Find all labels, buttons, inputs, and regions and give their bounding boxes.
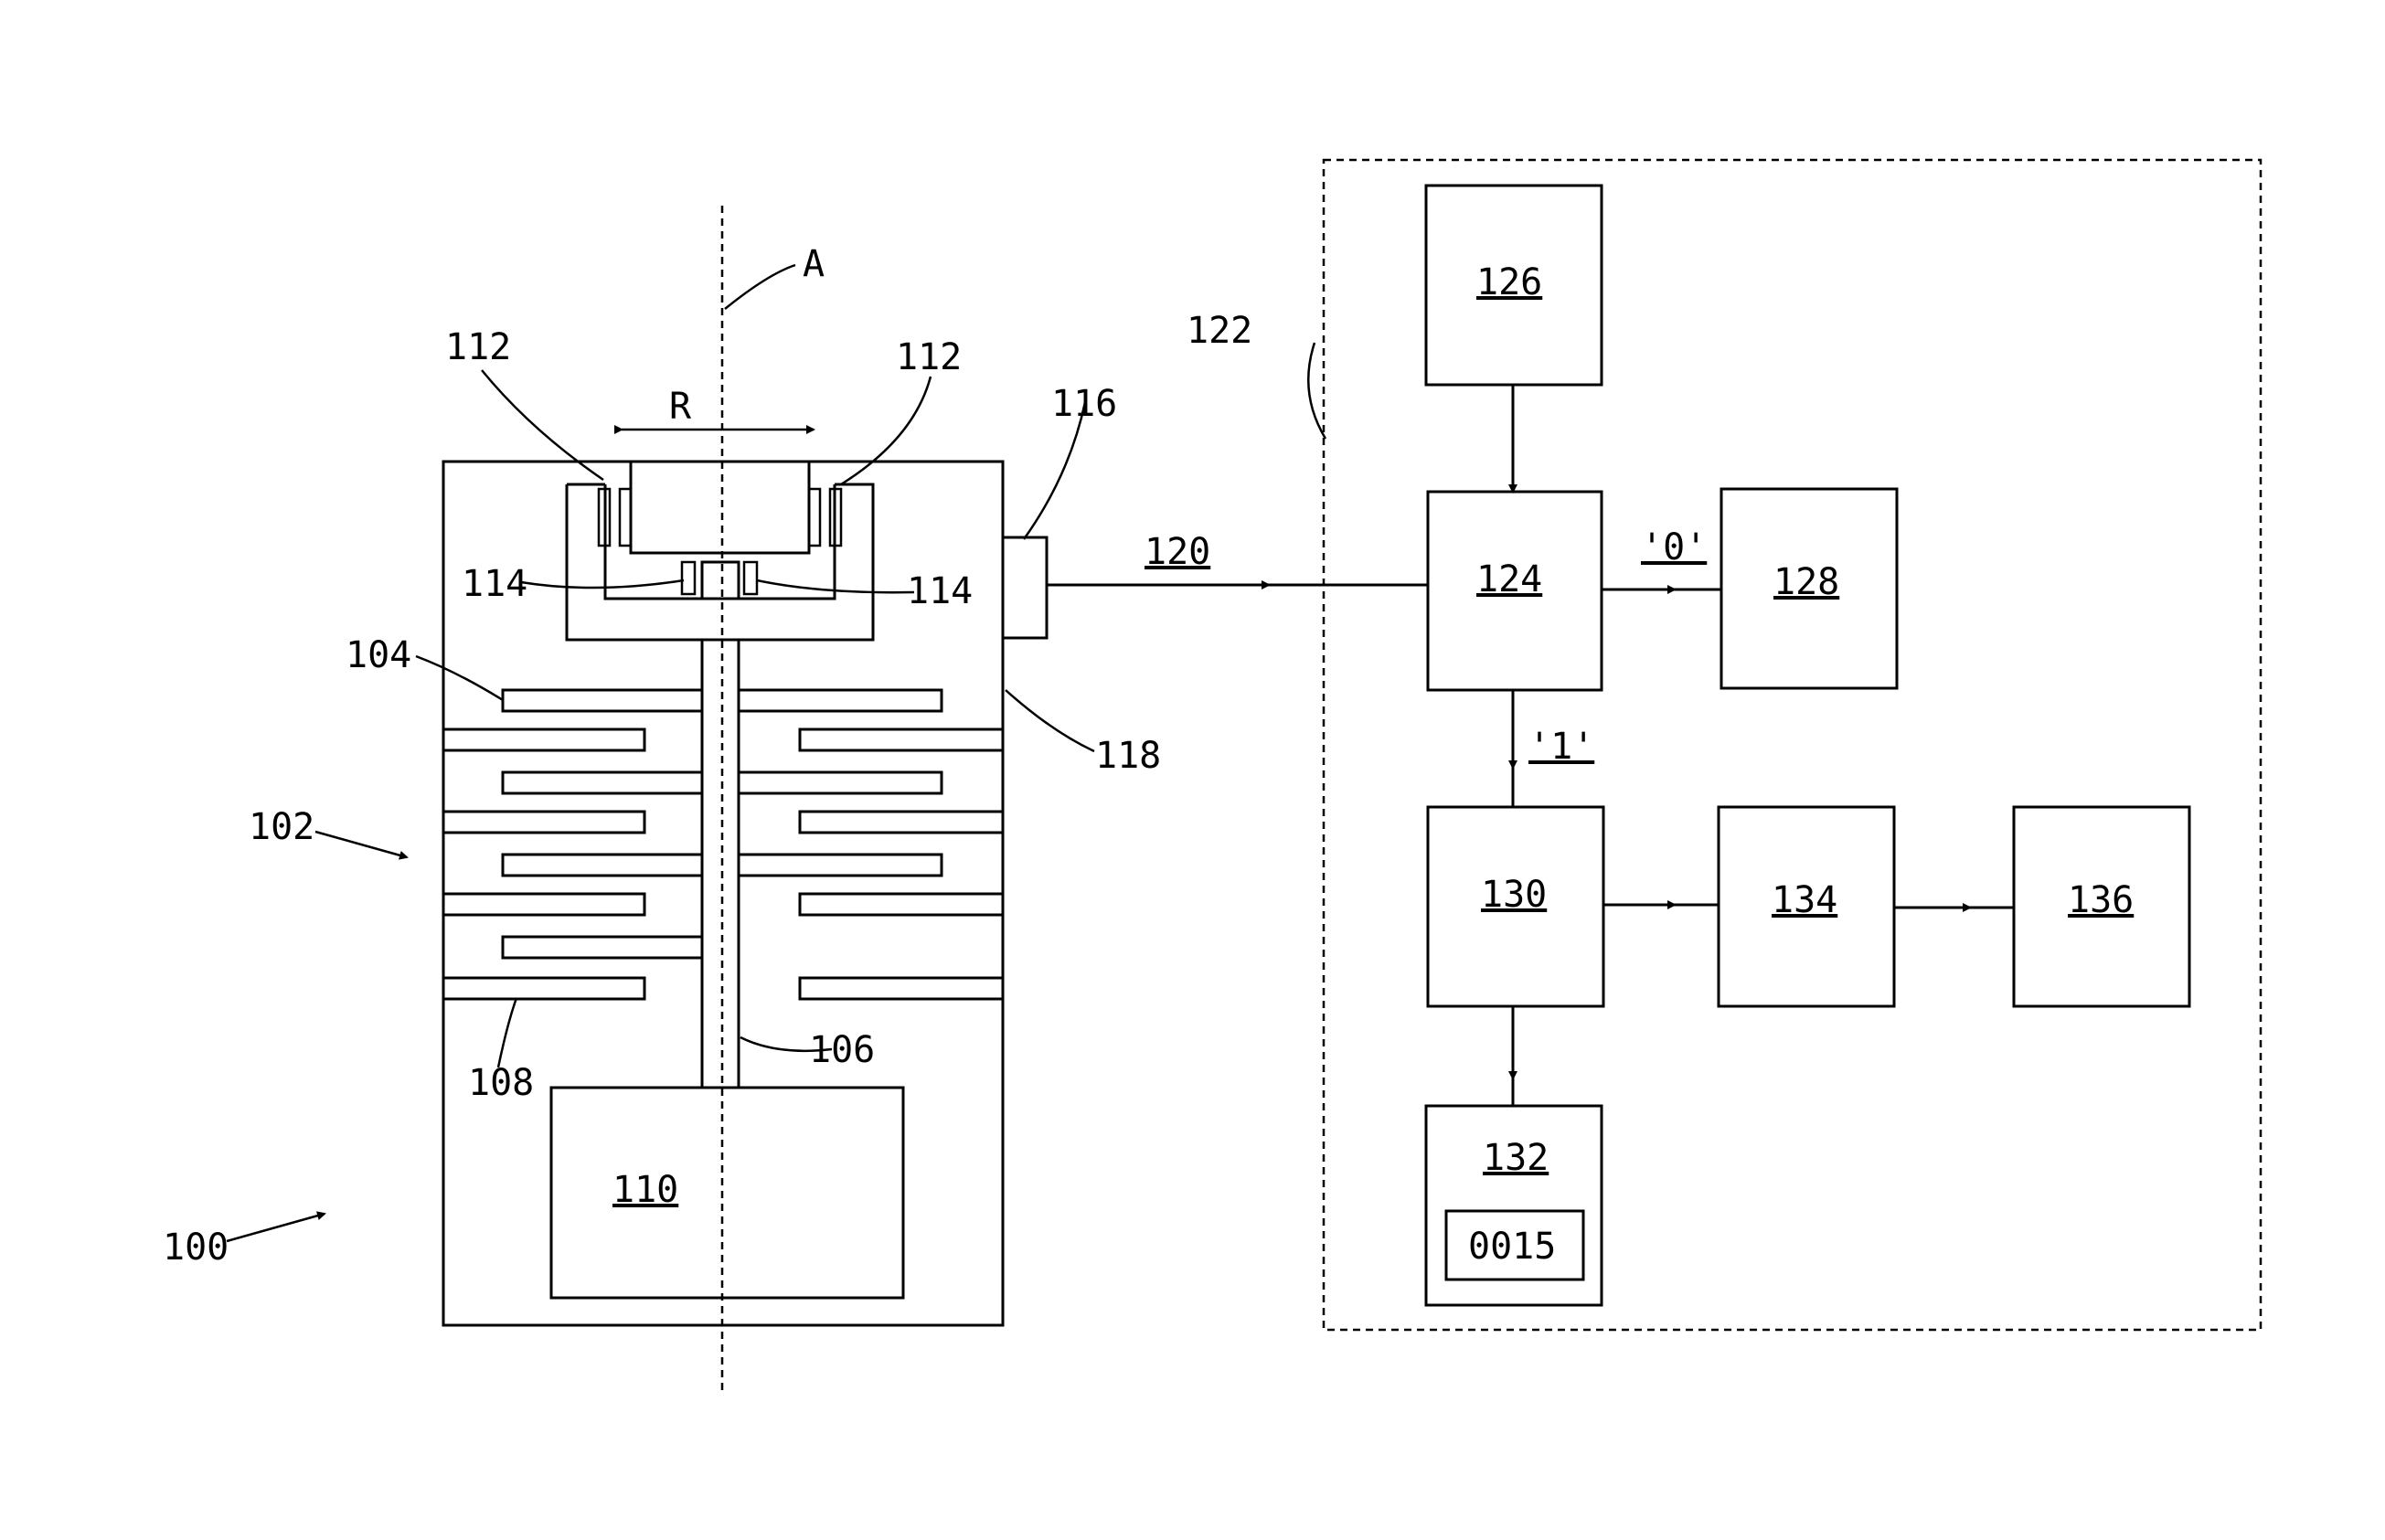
inner-cup [605, 484, 835, 599]
block-130-label: 130 [1481, 874, 1547, 916]
movable-element [631, 462, 809, 553]
label-104: 104 [346, 634, 411, 676]
stem-top-junction [702, 562, 739, 599]
label-122: 122 [1187, 310, 1252, 352]
label-114-left: 114 [462, 563, 527, 605]
stem-106 [702, 640, 739, 1088]
block-126-label: 126 [1476, 261, 1542, 303]
label-118: 118 [1095, 735, 1161, 777]
label-110: 110 [612, 1169, 678, 1211]
block-132 [1426, 1106, 1602, 1305]
label-120: 120 [1145, 531, 1210, 573]
label-114-right: 114 [907, 570, 973, 612]
label-116: 116 [1051, 383, 1117, 425]
branch-one-label: '1' [1528, 726, 1594, 768]
sensor-114-right [744, 562, 757, 594]
label-102: 102 [249, 806, 314, 848]
block-136-label: 136 [2068, 879, 2134, 921]
mass-110 [551, 1088, 903, 1298]
label-108: 108 [468, 1062, 534, 1104]
electrode-112-right-a [809, 489, 820, 546]
electrode-112-left-b [620, 489, 631, 546]
block-134-label: 134 [1772, 879, 1837, 921]
branch-zero-label: '0' [1641, 526, 1707, 568]
connector-116 [1003, 537, 1047, 638]
block-124-label: 124 [1476, 558, 1542, 600]
label-axis-A: A [803, 243, 825, 285]
block-132-label: 132 [1483, 1137, 1549, 1179]
device-102 [443, 206, 1047, 1394]
block-128-label: 128 [1773, 561, 1839, 603]
label-range-R: R [669, 386, 692, 428]
label-112-left: 112 [445, 326, 511, 368]
sensor-114-left [682, 562, 695, 594]
label-106: 106 [809, 1029, 875, 1071]
label-112-right: 112 [896, 336, 962, 378]
label-100: 100 [163, 1227, 229, 1269]
display-value: 0015 [1468, 1226, 1556, 1268]
